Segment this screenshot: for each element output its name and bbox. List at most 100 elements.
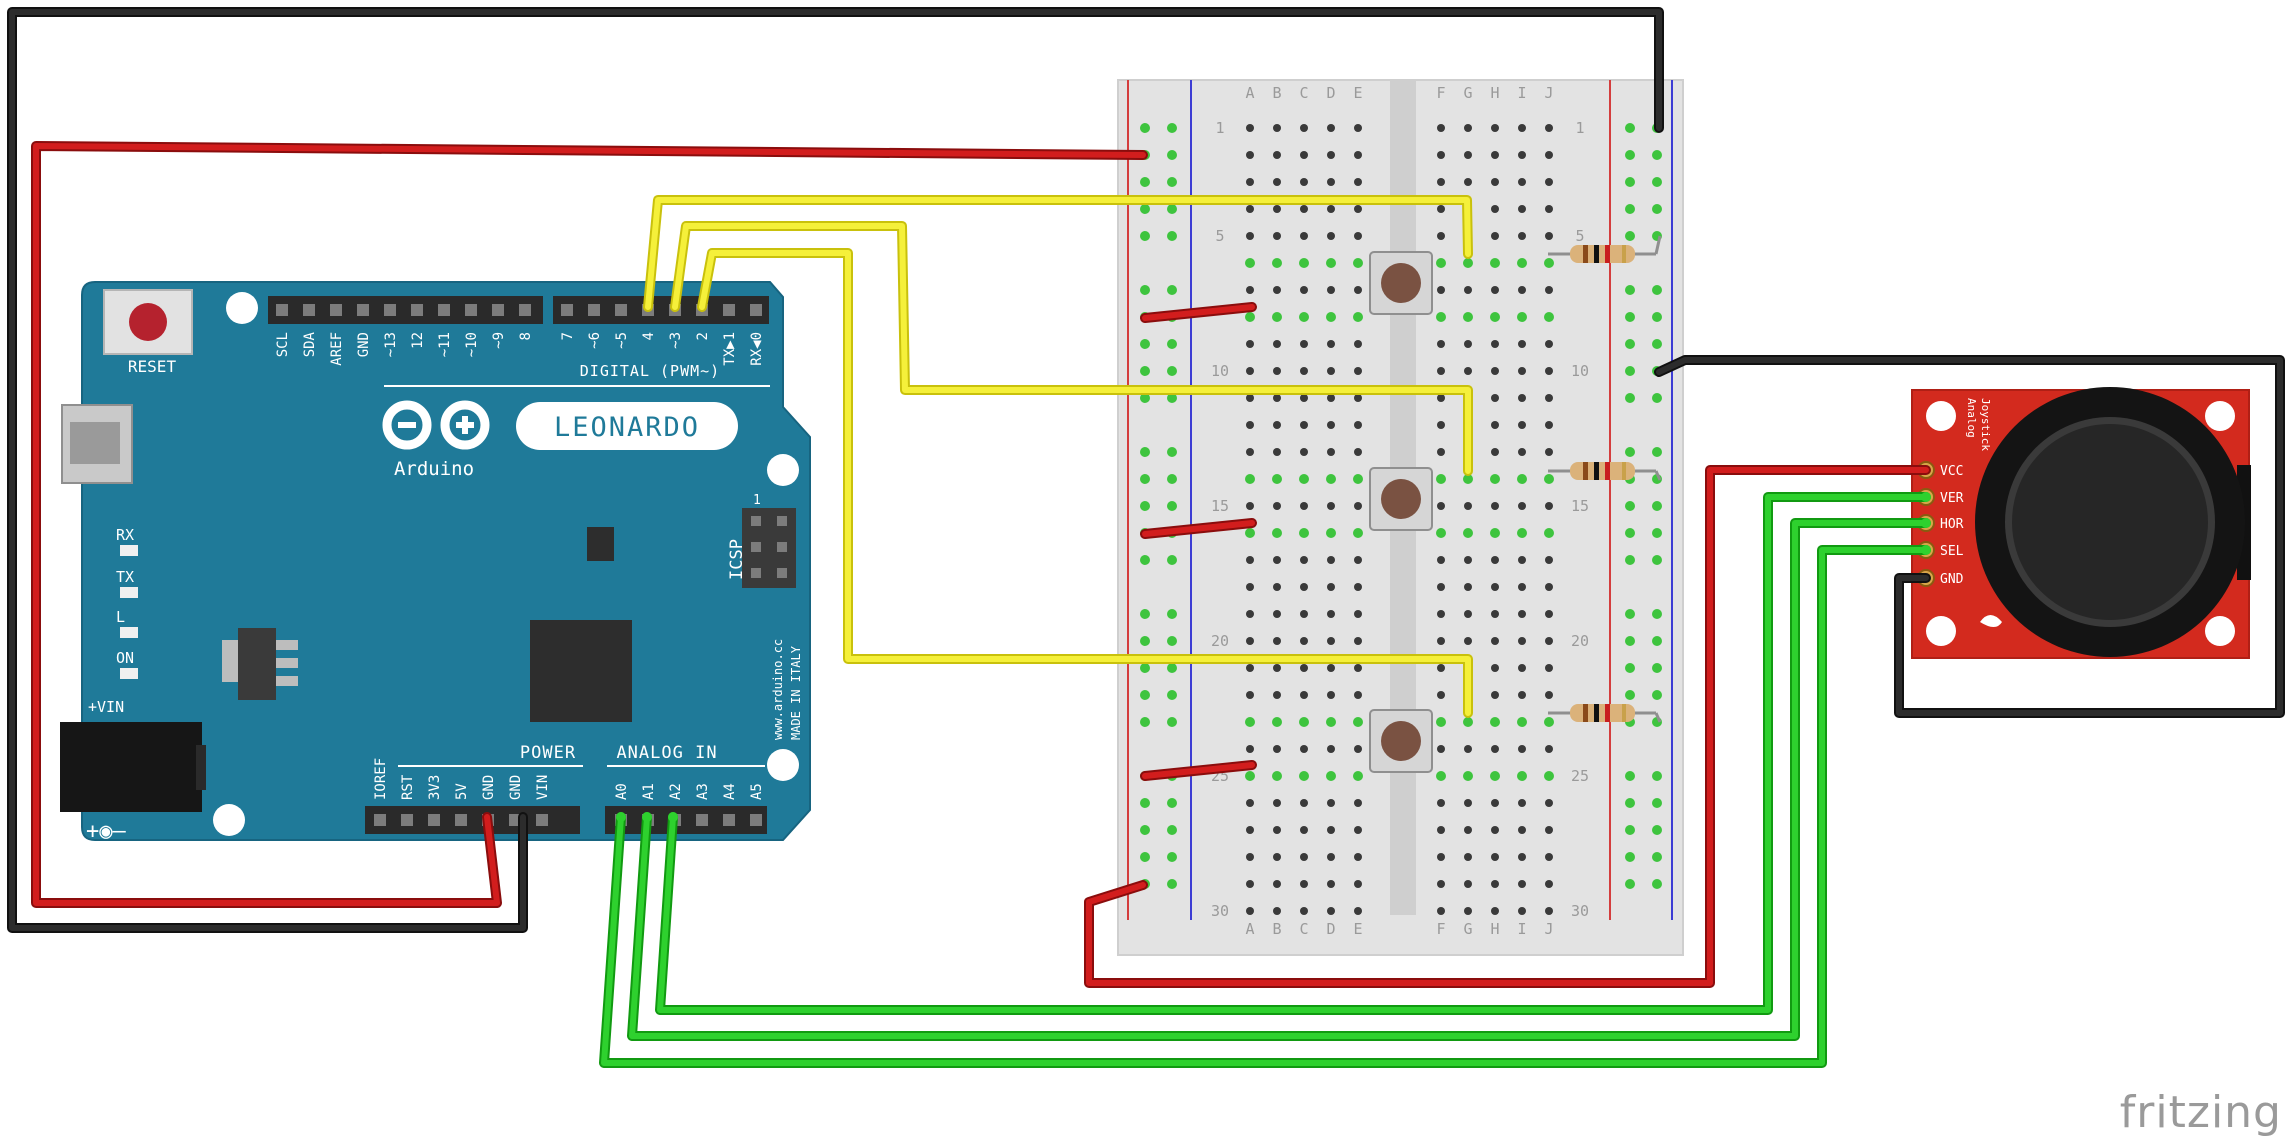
header-pin[interactable] [465,304,477,316]
breadboard-hole [1273,421,1281,429]
breadboard-hole [1464,556,1472,564]
header-pin[interactable] [438,304,450,316]
breadboard-hole [1518,664,1526,672]
reset-button[interactable] [103,289,193,355]
connected-hole [1544,528,1554,538]
breadboard-hole [1545,367,1553,375]
breadboard-hole [1300,286,1308,294]
breadboard-hole [1246,502,1254,510]
connected-hole [1436,312,1446,322]
connected-rail-hole [1140,366,1150,376]
breadboard-hole [1327,583,1335,591]
connected-rail-hole [1652,609,1662,619]
header-pin[interactable] [276,304,288,316]
header-pin[interactable] [750,814,762,826]
connected-rail-hole [1652,528,1662,538]
breadboard-hole [1464,502,1472,510]
breadboard-hole [1246,340,1254,348]
breadboard-hole [1300,232,1308,240]
breadboard-hole [1437,367,1445,375]
joystick-title-2: Joystick [1979,398,1992,451]
breadboard-hole [1437,637,1445,645]
header-pin[interactable] [723,814,735,826]
header-pin[interactable] [455,814,467,826]
connected-rail-hole [1167,231,1177,241]
power-jack[interactable] [60,722,202,812]
breadboard-hole [1273,610,1281,618]
header-pin[interactable] [588,304,600,316]
column-label: A [1245,920,1254,938]
row-number: 15 [1211,497,1229,515]
breadboard-hole [1273,394,1281,402]
connected-rail-hole [1167,717,1177,727]
connected-rail-hole [1625,771,1635,781]
header-pin[interactable] [561,304,573,316]
header-pin[interactable] [492,304,504,316]
connected-rail-hole [1652,798,1662,808]
connected-rail-hole [1140,825,1150,835]
breadboard-hole [1437,286,1445,294]
pin-label: SDA [302,331,318,357]
breadboard-hole [1354,664,1362,672]
breadboard-hole [1545,448,1553,456]
header-pin[interactable] [615,304,627,316]
connected-rail-hole [1652,339,1662,349]
connected-rail-hole [1167,393,1177,403]
led-tx [120,587,138,598]
header-pin[interactable] [357,304,369,316]
connected-rail-hole [1652,663,1662,673]
connected-rail-hole [1167,879,1177,889]
connected-hole [1490,717,1500,727]
breadboard-hole [1437,232,1445,240]
breadboard-hole [1491,691,1499,699]
header-pin[interactable] [374,814,386,826]
row-number: 30 [1211,902,1229,920]
breadboard-hole [1518,502,1526,510]
header-pin[interactable] [401,814,413,826]
connected-hole [1245,474,1255,484]
small-chip [587,527,614,561]
header-pin[interactable] [303,304,315,316]
connected-rail-hole [1625,393,1635,403]
header-pin[interactable] [330,304,342,316]
header-pin[interactable] [750,304,762,316]
header-pin[interactable] [696,814,708,826]
breadboard-hole [1246,448,1254,456]
connected-rail-hole [1625,879,1635,889]
pin-label: ~3 [668,332,684,349]
joystick-pin-label: GND [1940,572,1964,587]
breadboard-hole [1518,853,1526,861]
pin-label: IOREF [373,758,389,800]
pin-label: AREF [329,332,345,366]
row-number: 10 [1571,362,1589,380]
connected-hole [1436,528,1446,538]
column-label: C [1299,84,1308,102]
breadboard-hole [1300,205,1308,213]
breadboard-hole [1300,745,1308,753]
breadboard-hole [1354,421,1362,429]
breadboard-hole [1437,340,1445,348]
header-pin[interactable] [723,304,735,316]
header-pin[interactable] [384,304,396,316]
digital-header-right [553,296,769,324]
column-label: D [1326,920,1335,938]
breadboard-hole [1464,583,1472,591]
connected-rail-hole [1140,501,1150,511]
header-pin[interactable] [519,304,531,316]
column-label: J [1544,920,1553,938]
breadboard-hole [1246,745,1254,753]
header-pin[interactable] [536,814,548,826]
breadboard-hole [1327,448,1335,456]
breadboard-hole [1464,637,1472,645]
header-pin[interactable] [428,814,440,826]
connected-rail-hole [1625,339,1635,349]
header-pin[interactable] [411,304,423,316]
connected-hole [1544,258,1554,268]
joystick-cap[interactable] [2012,424,2208,620]
breadboard-hole [1300,124,1308,132]
breadboard-hole [1491,880,1499,888]
breadboard-hole [1464,799,1472,807]
connected-rail-hole [1652,204,1662,214]
breadboard-hole [1518,367,1526,375]
connected-rail-hole [1167,663,1177,673]
